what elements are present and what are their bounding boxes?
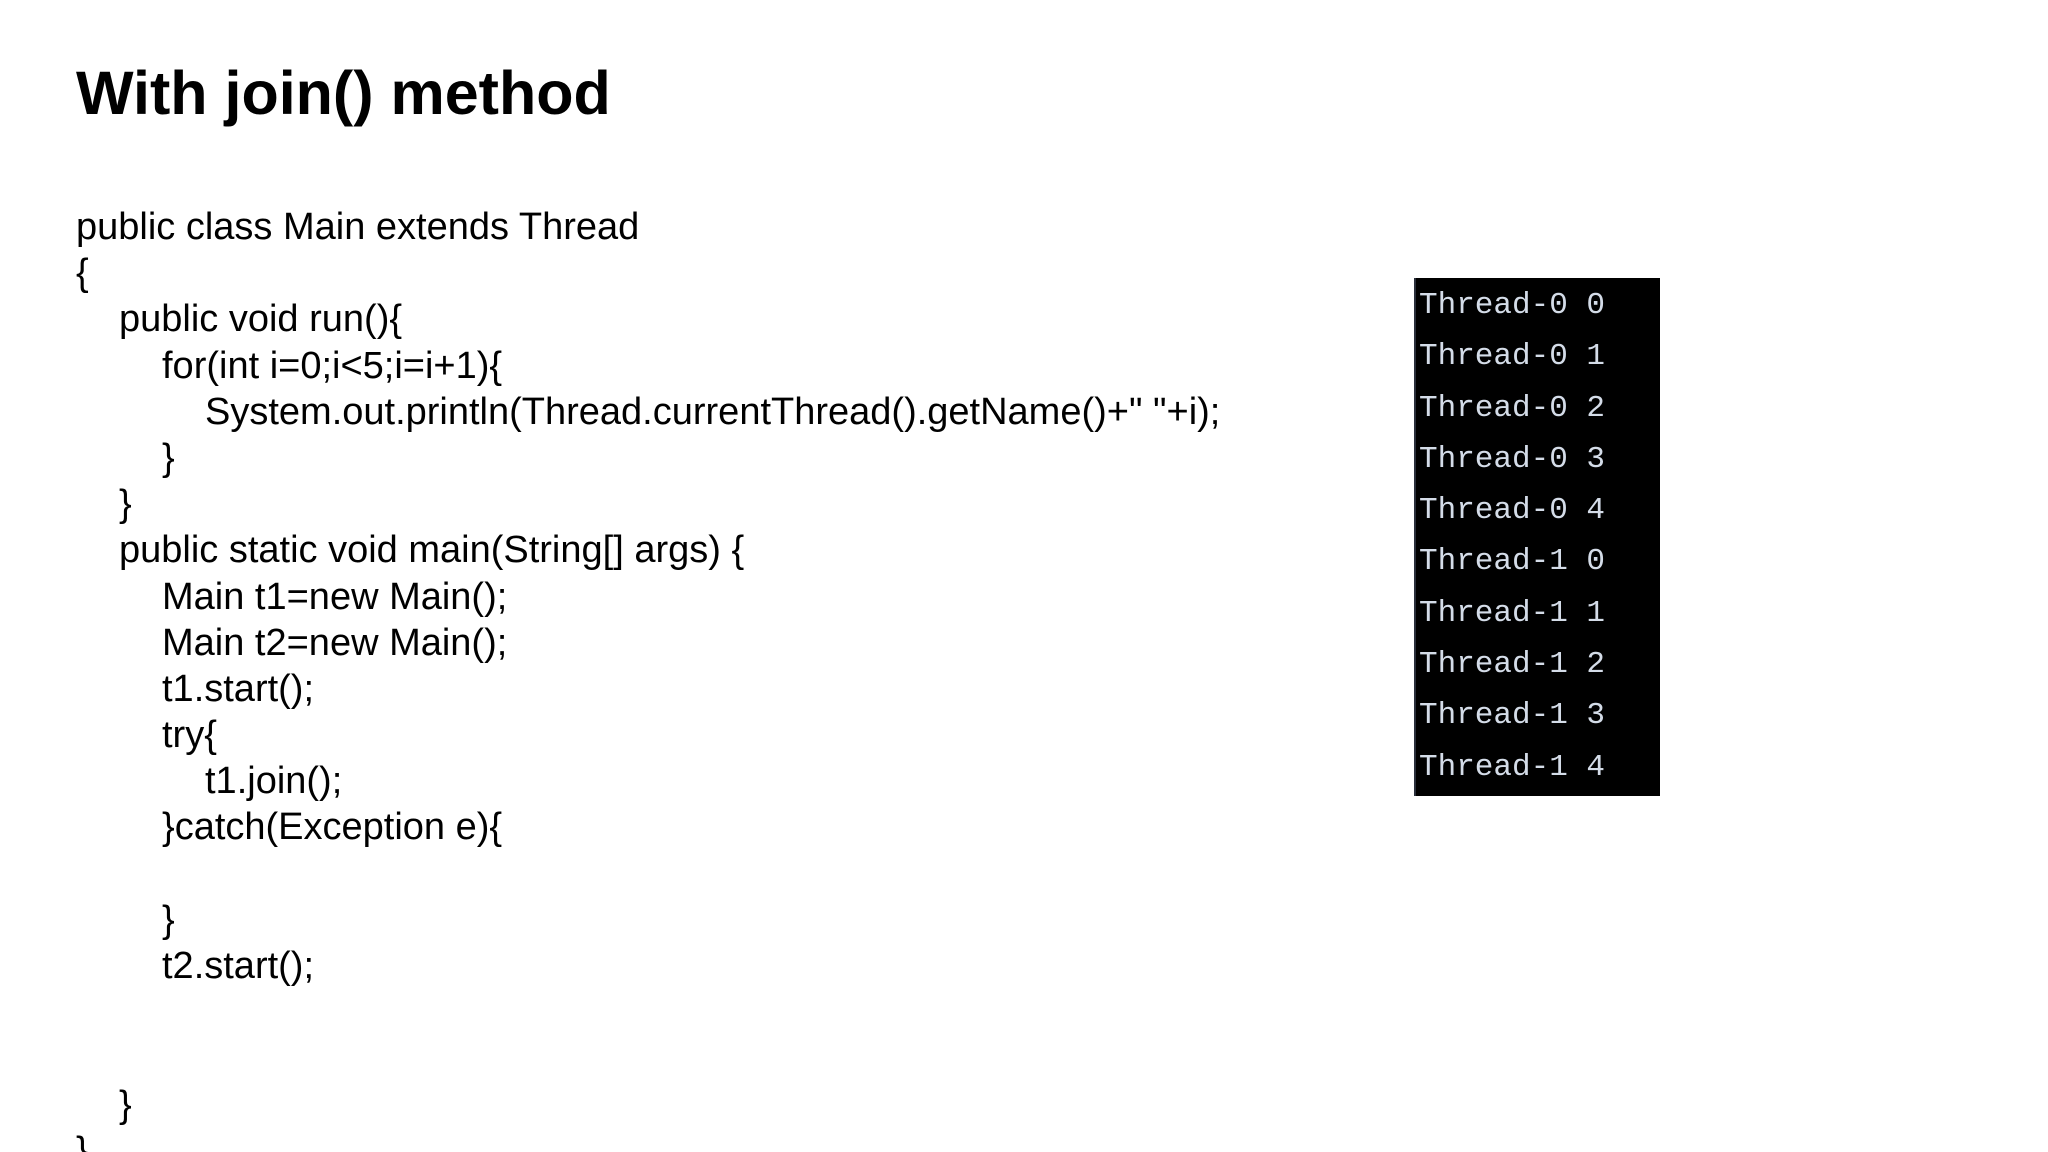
- console-line: Thread-1 1: [1419, 595, 1606, 631]
- code-line-blank: [76, 851, 1356, 897]
- code-line: }: [76, 1129, 89, 1152]
- console-output: Thread-0 0 Thread-0 1 Thread-0 2 Thread-…: [1414, 278, 1660, 796]
- code-block: public class Main extends Thread { publi…: [76, 204, 1356, 1152]
- console-line: Thread-1 0: [1419, 544, 1606, 580]
- code-line: for(int i=0;i<5;i=i+1){: [162, 344, 503, 387]
- console-line: Thread-0 1: [1419, 339, 1606, 375]
- code-line-blank: [76, 1035, 1356, 1081]
- console-line: Thread-1 3: [1419, 698, 1606, 734]
- code-line: }: [162, 436, 175, 479]
- console-line: Thread-1 4: [1419, 749, 1606, 785]
- slide-title: With join() method: [76, 59, 611, 127]
- code-line: System.out.println(Thread.currentThread(…: [205, 390, 1221, 433]
- console-line: Thread-1 2: [1419, 647, 1606, 683]
- code-line: public class Main extends Thread: [76, 206, 640, 248]
- console-line: Thread-0 4: [1419, 493, 1606, 529]
- code-line: t1.start();: [162, 667, 315, 710]
- code-line: }: [119, 483, 132, 526]
- code-line: t1.join();: [205, 760, 343, 803]
- code-line: Main t2=new Main();: [162, 621, 508, 664]
- console-line: Thread-0 0: [1419, 288, 1606, 323]
- code-line: }catch(Exception e){: [162, 806, 503, 849]
- console-line: Thread-0 3: [1419, 441, 1606, 477]
- code-line: }: [119, 1083, 132, 1126]
- code-line: }: [162, 898, 175, 941]
- code-line: public void run(){: [119, 298, 403, 341]
- code-line: Main t1=new Main();: [162, 575, 508, 618]
- code-line: try{: [162, 714, 217, 757]
- code-line: t2.start();: [162, 945, 315, 987]
- code-line: {: [76, 252, 89, 295]
- code-line-blank: [76, 989, 1356, 1035]
- code-line: public static void main(String[] args) {: [119, 529, 745, 572]
- console-line: Thread-0 2: [1419, 390, 1606, 426]
